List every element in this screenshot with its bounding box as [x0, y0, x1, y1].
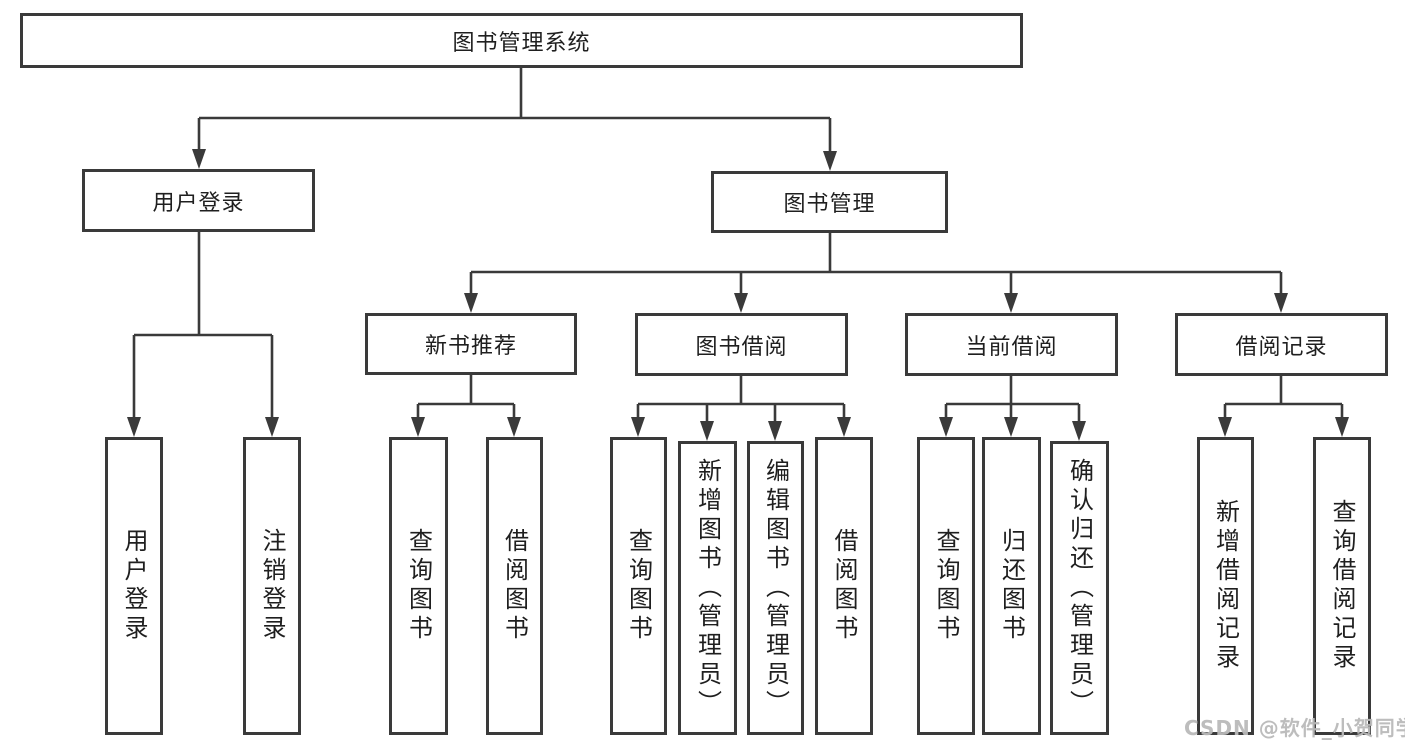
leaf-bookborrow-borrow-books-label: 借阅图书 [830, 528, 858, 644]
leaf-user-login: 用户登录 [105, 437, 163, 735]
node-borrow-records: 借阅记录 [1175, 313, 1388, 376]
arrowheads [127, 149, 1349, 441]
leaf-newbooks-borrow-books: 借阅图书 [486, 437, 543, 735]
leaf-add-books-admin-label: 新增图书（管理员） [693, 457, 722, 719]
leaf-return-books-label: 归还图书 [997, 528, 1026, 644]
leaf-newbooks-query-books: 查询图书 [389, 437, 448, 735]
node-user-login-label: 用户登录 [152, 190, 245, 216]
node-book-management-label: 图书管理 [783, 192, 876, 217]
leaf-user-login-label: 用户登录 [120, 528, 148, 644]
leaf-add-books-admin: 新增图书（管理员） [678, 441, 737, 735]
leaf-confirm-return-admin: 确认归还（管理员） [1050, 441, 1109, 735]
leaf-add-borrow-record: 新增借阅记录 [1197, 437, 1254, 735]
leaf-currentborrow-query-books-label: 查询图书 [932, 528, 960, 644]
node-root-label: 图书管理系统 [452, 30, 591, 56]
node-book-borrow: 图书借阅 [635, 313, 848, 376]
csdn-watermark: CSDN @软件_小贺同学 [1184, 716, 1405, 740]
leaf-add-borrow-record-label: 新增借阅记录 [1211, 499, 1240, 673]
node-book-management: 图书管理 [711, 171, 948, 233]
node-current-borrow: 当前借阅 [905, 313, 1118, 376]
node-book-borrow-label: 图书借阅 [695, 334, 788, 360]
leaf-query-borrow-record-label: 查询借阅记录 [1328, 499, 1356, 673]
leaf-logout-login: 注销登录 [243, 437, 301, 735]
leaf-bookborrow-borrow-books: 借阅图书 [815, 437, 873, 735]
leaf-edit-books-admin: 编辑图书（管理员） [747, 441, 804, 735]
node-new-book-recommend-label: 新书推荐 [424, 334, 517, 359]
leaf-newbooks-query-books-label: 查询图书 [404, 528, 433, 644]
leaf-bookborrow-query-books-label: 查询图书 [624, 528, 653, 644]
leaf-logout-login-label: 注销登录 [258, 528, 286, 644]
leaf-edit-books-admin-label: 编辑图书（管理员） [761, 457, 790, 719]
leaf-bookborrow-query-books: 查询图书 [610, 437, 667, 735]
node-current-borrow-label: 当前借阅 [965, 334, 1058, 360]
leaf-query-borrow-record: 查询借阅记录 [1313, 437, 1371, 735]
node-borrow-records-label: 借阅记录 [1235, 334, 1328, 360]
leaf-return-books: 归还图书 [982, 437, 1041, 735]
node-root: 图书管理系统 [20, 13, 1023, 68]
leaf-newbooks-borrow-books-label: 借阅图书 [500, 528, 529, 644]
node-new-book-recommend: 新书推荐 [365, 313, 577, 375]
leaf-currentborrow-query-books: 查询图书 [917, 437, 975, 735]
node-user-login: 用户登录 [82, 169, 315, 232]
leaf-confirm-return-admin-label: 确认归还（管理员） [1065, 457, 1094, 719]
